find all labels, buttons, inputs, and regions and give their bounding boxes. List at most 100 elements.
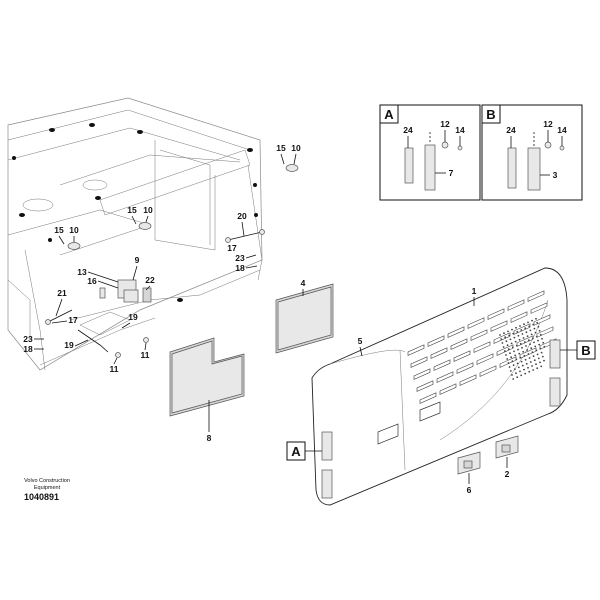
callout-15: 15 bbox=[276, 143, 286, 153]
mesh-hole bbox=[514, 340, 517, 343]
mesh-hole bbox=[521, 346, 523, 349]
mesh-hole bbox=[539, 361, 541, 364]
ref-a-label: A bbox=[291, 444, 301, 459]
mesh-hole bbox=[526, 335, 529, 338]
callout-20: 20 bbox=[237, 211, 247, 221]
mesh-hole bbox=[509, 370, 512, 372]
mesh-hole bbox=[507, 330, 509, 333]
mesh-hole bbox=[532, 355, 535, 358]
mesh-hole bbox=[525, 362, 528, 365]
mesh-hole bbox=[530, 347, 533, 350]
louvre-slot bbox=[427, 335, 445, 347]
brand-line-1: Volvo Construction bbox=[24, 478, 70, 484]
callout-10: 10 bbox=[143, 205, 153, 215]
mesh-hole bbox=[532, 323, 535, 326]
mesh-hole bbox=[522, 350, 525, 353]
louvre-slot bbox=[473, 341, 491, 353]
callout-15: 15 bbox=[127, 205, 137, 215]
mesh-hole bbox=[511, 346, 514, 349]
louvre-slot bbox=[456, 362, 474, 374]
mesh-hole bbox=[510, 356, 513, 359]
mesh-hole bbox=[523, 341, 526, 343]
callout-24: 24 bbox=[506, 125, 516, 135]
mesh-hole bbox=[537, 357, 540, 360]
louvre-slot bbox=[470, 329, 488, 341]
mesh-hole bbox=[517, 348, 519, 351]
louvre-slot bbox=[487, 308, 505, 320]
mesh-hole bbox=[536, 367, 539, 370]
mesh-hole bbox=[517, 334, 520, 337]
callout-12: 12 bbox=[543, 119, 553, 129]
mesh-hole bbox=[508, 366, 511, 368]
mesh-hole bbox=[520, 360, 523, 363]
mesh-hole bbox=[531, 319, 533, 322]
callout-2: 2 bbox=[505, 469, 510, 479]
mesh-hole bbox=[504, 336, 507, 339]
mesh-hole bbox=[529, 343, 531, 346]
pad-part-4 bbox=[275, 283, 334, 354]
mesh-hole bbox=[526, 349, 529, 351]
louvre-slot bbox=[479, 365, 497, 377]
louvre-grid bbox=[407, 290, 557, 404]
mesh-hole bbox=[537, 339, 539, 342]
callout-4: 4 bbox=[301, 278, 306, 288]
mesh-hole bbox=[527, 339, 530, 342]
callout-11: 11 bbox=[141, 350, 150, 360]
mesh-hole bbox=[515, 358, 518, 361]
mesh-hole bbox=[506, 358, 509, 360]
detail-a-label: A bbox=[384, 107, 394, 122]
louvre-slot bbox=[416, 380, 434, 392]
mesh-hole bbox=[543, 345, 546, 348]
callout-16: 16 bbox=[87, 276, 97, 286]
mesh-hole bbox=[523, 354, 526, 357]
louvre-slot bbox=[413, 368, 431, 380]
ref-marker-a: A bbox=[286, 441, 322, 461]
louvre-slot bbox=[433, 359, 451, 371]
louvre-slot bbox=[407, 344, 425, 356]
detail-box-a: A bbox=[379, 104, 481, 201]
mesh-hole bbox=[523, 323, 525, 326]
mesh-hole bbox=[521, 333, 524, 335]
louvre-slot bbox=[476, 353, 494, 365]
mesh-hole bbox=[509, 352, 511, 355]
mesh-hole bbox=[528, 370, 531, 373]
ref-b-label: B bbox=[581, 343, 590, 358]
louvre-slot bbox=[530, 302, 548, 314]
mesh-hole bbox=[505, 340, 508, 343]
detail-b-label: B bbox=[486, 107, 495, 122]
callout-1: 1 bbox=[472, 286, 477, 296]
mesh-hole bbox=[516, 376, 519, 379]
mesh-hole bbox=[510, 342, 513, 345]
callout-15: 15 bbox=[54, 225, 64, 235]
brand-line-2: Equipment bbox=[33, 485, 61, 491]
mesh-hole bbox=[540, 351, 543, 354]
mesh-area bbox=[499, 317, 546, 380]
mesh-hole bbox=[499, 334, 501, 336]
mesh-hole bbox=[524, 358, 527, 361]
callout-12: 12 bbox=[440, 119, 450, 129]
mesh-hole bbox=[528, 357, 531, 359]
mesh-hole bbox=[534, 331, 537, 334]
mesh-hole bbox=[521, 364, 524, 367]
mesh-hole bbox=[501, 342, 504, 344]
mesh-hole bbox=[539, 333, 542, 336]
mesh-hole bbox=[519, 342, 522, 345]
mesh-hole bbox=[514, 354, 517, 357]
louvre-slot bbox=[410, 356, 428, 368]
callout-3: 3 bbox=[553, 170, 558, 180]
mesh-hole bbox=[519, 325, 521, 327]
mesh-hole bbox=[527, 353, 530, 355]
louvre-slot bbox=[499, 356, 517, 368]
callout-22: 22 bbox=[145, 275, 155, 285]
pad-part-8 bbox=[169, 337, 245, 417]
mesh-hole bbox=[525, 331, 528, 334]
mesh-hole bbox=[515, 326, 517, 329]
latch-hardware bbox=[45, 164, 299, 358]
callout-19: 19 bbox=[128, 312, 138, 322]
mesh-hole bbox=[532, 369, 535, 371]
louvre-slot bbox=[439, 383, 457, 395]
callout-10: 10 bbox=[69, 225, 79, 235]
callout-8: 8 bbox=[207, 433, 212, 443]
louvre-slot bbox=[430, 347, 448, 359]
callout-21: 21 bbox=[57, 288, 67, 298]
